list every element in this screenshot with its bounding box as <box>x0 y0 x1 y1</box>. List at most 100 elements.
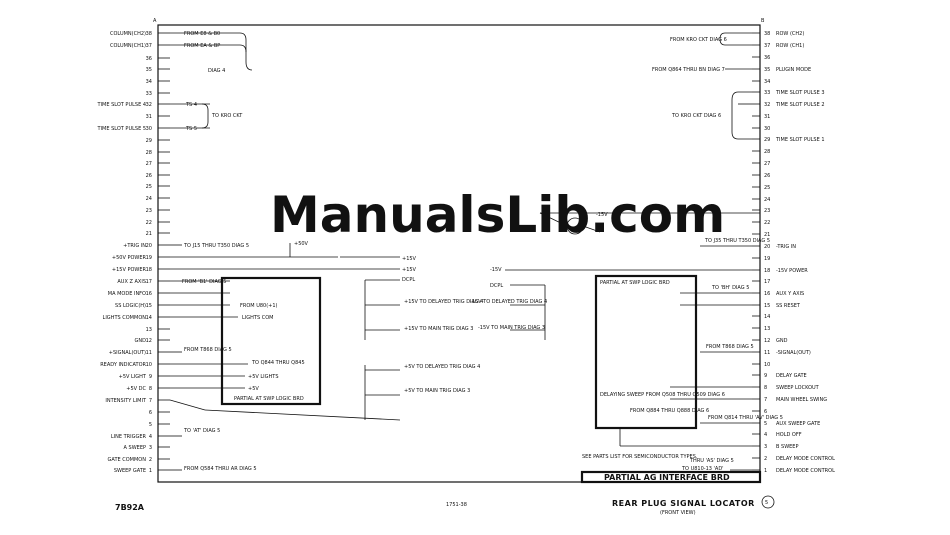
right-pin-number: 5 <box>764 421 767 427</box>
left-signal-label: COLUMN(CH2) <box>110 31 146 37</box>
left-pin-number: 36 <box>146 56 152 62</box>
right-pin-number: 27 <box>764 161 770 167</box>
left-pin-number: 26 <box>146 173 152 179</box>
left-pin-number: 34 <box>146 79 152 85</box>
figure-code: 1751-38 <box>446 502 467 508</box>
plus5v-lights-note: +5V LIGHTS <box>248 374 279 380</box>
left-pin-number: 29 <box>146 138 152 144</box>
to-at-note: TO 'AT' DIAG 5 <box>183 428 220 434</box>
right-pin-number: 18 <box>764 268 770 274</box>
right-pin-number: 31 <box>764 114 770 120</box>
left-signal-label: SWEEP GATE <box>114 468 146 474</box>
left-signal-label: SS LOGIC(H) <box>115 303 146 309</box>
right-pin-number: 26 <box>764 173 770 179</box>
diag-left-top-note: DIAG 4 <box>208 68 225 74</box>
column-b-header: B <box>761 18 765 24</box>
left-pin-number: 6 <box>149 410 152 416</box>
right-pin-number: 11 <box>764 350 770 356</box>
right-pin-number: 35 <box>764 67 770 73</box>
left-power-section: TO J15 THRU T350 DIAG 5 +50V +15V DCPL +… <box>170 241 484 340</box>
left-signal-label: TIME SLOT PULSE 5 <box>96 126 146 132</box>
left-pin-number: 5 <box>149 422 152 428</box>
ts4-note: TS 4 <box>185 102 197 108</box>
right-pin-number: 38 <box>764 31 770 37</box>
left-signal-label: GATE COMMON <box>108 457 147 463</box>
right-pin-number: 20 <box>764 244 770 250</box>
thru-as-note: THRU 'AS' DIAG 5 <box>689 458 734 464</box>
dcpl2-note: DCPL <box>490 283 503 289</box>
plus15v-b-note: +15V <box>402 256 417 262</box>
right-signal-label: HOLD OFF <box>776 432 802 438</box>
right-pin-number: 21 <box>764 232 770 238</box>
from-t868-note: FROM T868 DIAG 5 <box>184 347 232 353</box>
from-q864-note: FROM Q864 THRU BN DIAG 7 <box>652 67 725 73</box>
main-trig-5v-note: +5V TO MAIN TRIG DIAG 3 <box>404 388 470 394</box>
left-signal-label: +15V POWER <box>112 267 147 273</box>
right-signal-label: -TRIG IN <box>776 244 796 250</box>
right-signal-label: ROW (CH1) <box>776 43 804 49</box>
right-logic-board-wiring: PARTIAL AT SWP LOGIC BRD TO 'BH' DIAG 5 … <box>600 280 783 472</box>
minus15v-a-note: -15V <box>490 267 502 273</box>
right-pin-number: 2 <box>764 456 767 462</box>
right-signal-label: SS RESET <box>776 303 801 309</box>
right-pin-number: 22 <box>764 220 770 226</box>
left-pin-number: 4 <box>149 434 152 440</box>
right-pin-number: 10 <box>764 362 770 368</box>
left-signal-label: AUX Z AXIS <box>117 279 146 285</box>
left-pin-number: 25 <box>146 184 152 190</box>
left-pin-number: 18 <box>146 267 152 273</box>
delayed-trig-left-note: +15V TO DELAYED TRIG DIAG 4 <box>404 299 484 305</box>
plus50v-note: +50V <box>294 241 309 247</box>
right-signal-label: DELAY MODE CONTROL <box>776 468 835 474</box>
right-pin-number: 19 <box>764 256 770 262</box>
left-signal-label: INTENSITY LIMIT <box>105 398 147 404</box>
right-pin-number: 25 <box>764 185 770 191</box>
left-signal-label: +TRIG IN <box>123 243 146 249</box>
left-pin-number: 10 <box>146 362 152 368</box>
right-pin-number: 23 <box>764 208 770 214</box>
right-signal-label: -SIGNAL(OUT) <box>776 350 811 356</box>
left-signal-label: +50V POWER <box>112 255 147 261</box>
left-pin-number: 37 <box>146 43 152 49</box>
right-pin-number: 1 <box>764 468 767 474</box>
partial-bottom-note: PARTIAL AT SWP LOGIC BRD <box>234 396 304 402</box>
see-parts-note: SEE PARTS LIST FOR SEMICONDUCTOR TYPES. <box>582 454 698 460</box>
right-pin-number: 6 <box>764 409 767 415</box>
plus5v-distribution: +5V TO DELAYED TRIG DIAG 4 +5V TO MAIN T… <box>364 364 480 420</box>
to-kro-left-note: TO KRO CKT <box>211 113 243 119</box>
front-view-label: (FRONT VIEW) <box>660 510 696 516</box>
to-u810-note: TO U810-13 'AD' <box>681 466 724 472</box>
left-pin-number: 33 <box>146 91 152 97</box>
right-pin-number: 13 <box>764 326 770 332</box>
from-q884-note: FROM Q884 THRU Q888 DIAG 6 <box>630 408 709 414</box>
right-signal-label: SWEEP LOCKOUT <box>776 385 820 391</box>
left-signal-label: +SIGNAL(OUT) <box>109 350 146 356</box>
ts5-note: TS 5 <box>185 126 197 132</box>
column-a-header: A <box>153 18 157 24</box>
right-pin-number: 8 <box>764 385 767 391</box>
left-pin-number: 13 <box>146 327 152 333</box>
left-pin-number: 17 <box>146 279 152 285</box>
plus5v-note: +5V <box>248 386 259 392</box>
right-pin-number: 37 <box>764 43 770 49</box>
left-pin-number: 30 <box>146 126 152 132</box>
right-pin-number: 30 <box>764 126 770 132</box>
left-pin-number: 23 <box>146 208 152 214</box>
right-pin-number: 24 <box>764 197 770 203</box>
right-signal-label: MAIN WHEEL SWING <box>776 397 827 403</box>
watermark: ManualsLib.com <box>270 186 725 244</box>
right-pin-number: 29 <box>764 137 770 143</box>
right-pin-number: 33 <box>764 90 770 96</box>
top-right-wiring: FROM KRO CKT DIAG 6 FROM Q864 THRU BN DI… <box>652 32 752 140</box>
right-pin-number: 34 <box>764 79 770 85</box>
left-pin-number: 20 <box>146 243 152 249</box>
left-pin-number: 7 <box>149 398 152 404</box>
left-pin-number: 31 <box>146 114 152 120</box>
left-pin-number: 1 <box>149 468 152 474</box>
left-signal-label: COLUMN(CH1) <box>110 43 146 49</box>
right-pin-number: 28 <box>764 149 770 155</box>
left-logic-board <box>220 276 322 406</box>
to-q844-note: TO Q844 THRU Q845 <box>251 360 305 366</box>
partial-ag-label: PARTIAL AG INTERFACE BRD <box>604 473 730 482</box>
to-j15-note: TO J15 THRU T350 DIAG 5 <box>183 243 249 249</box>
